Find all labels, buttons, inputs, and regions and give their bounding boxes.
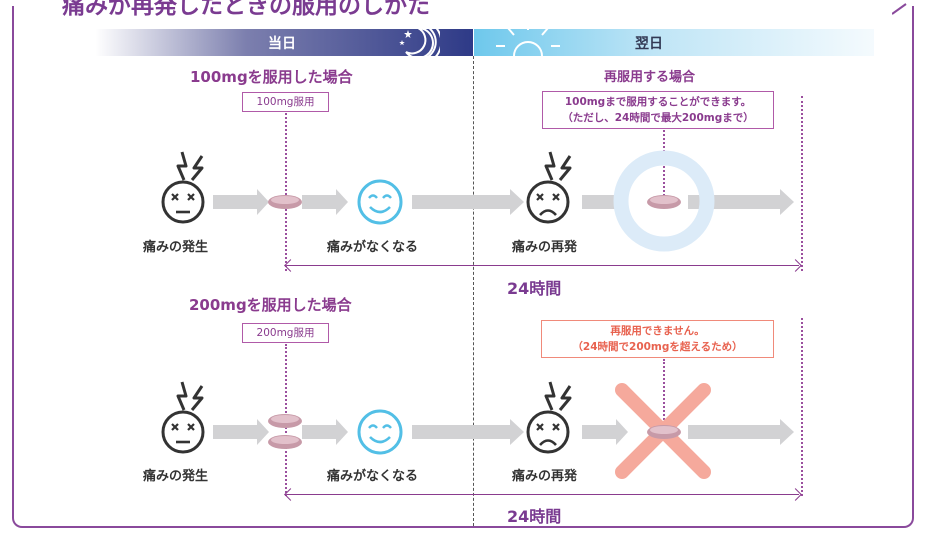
case1-note-line2: （ただし、24時間で最大200mgまで） [562, 112, 754, 124]
case2-note: 再服用できません。 （24時間で200mgを超えるため） [541, 320, 774, 358]
redose-circle-icon [613, 150, 715, 252]
case2-arrow-4 [582, 419, 628, 445]
case2-24h-span [287, 494, 799, 495]
case2-arrow-5 [688, 419, 794, 445]
pill-icon [647, 425, 681, 439]
case1-24h-marker [801, 96, 803, 271]
case1-redose-title: 再服用する場合 [604, 70, 696, 85]
case2-label-relief: 痛みがなくなる [327, 469, 419, 484]
dizzy-face-icon [161, 381, 205, 454]
case1-arrow-2 [302, 189, 348, 215]
case2-note-line2: （24時間で200mgを超えるため） [572, 341, 743, 353]
case2-note-line1: 再服用できません。 [610, 325, 705, 337]
smiling-face-icon [357, 179, 403, 225]
pill-icon [268, 414, 302, 428]
case2-dose-tag: 200mg服用 [242, 323, 329, 343]
page-title: 痛みが再発したときの服用のしかた [62, 0, 430, 19]
case1-title: 100mgを服用した場合 [190, 68, 353, 86]
pill-icon [268, 435, 302, 449]
day-divider [473, 56, 474, 526]
case2-label-recurrence: 痛みの再発 [512, 469, 578, 484]
sun-icon [496, 20, 560, 56]
pill-icon [268, 195, 302, 209]
case1-label-recurrence: 痛みの再発 [512, 240, 578, 255]
case1-24h-span [287, 265, 799, 266]
content-frame [12, 3, 914, 528]
case1-note-line1: 100mgまで服用することができます。 [564, 96, 752, 108]
case2-title: 200mgを服用した場合 [189, 296, 352, 314]
case2-arrow-1 [213, 419, 269, 445]
tomorrow-label: 翌日 [635, 36, 663, 52]
case2-arrow-2 [302, 419, 348, 445]
case2-arrow-3 [412, 419, 524, 445]
case2-24h-marker [801, 318, 803, 496]
pill-icon [647, 195, 681, 209]
dizzy-face-icon [161, 151, 205, 224]
corner-mark [892, 3, 907, 15]
case1-dose-marker [285, 113, 287, 271]
case1-dose-tag: 100mg服用 [242, 92, 329, 112]
case1-arrow-3 [412, 189, 524, 215]
case1-label-relief: 痛みがなくなる [327, 240, 419, 255]
moon-stars-icon [399, 23, 440, 61]
smiling-face-icon [357, 409, 403, 455]
case1-label-onset: 痛みの発生 [143, 240, 209, 255]
case2-note-connector [663, 359, 665, 423]
case2-24h-label: 24時間 [507, 507, 562, 526]
case1-24h-label: 24時間 [507, 279, 562, 298]
sad-face-icon [526, 151, 572, 224]
case1-note: 100mgまで服用することができます。 （ただし、24時間で最大200mgまで） [542, 91, 774, 129]
today-label: 当日 [268, 36, 296, 52]
sad-face-icon [526, 381, 572, 454]
case1-arrow-1 [213, 189, 269, 215]
case2-label-onset: 痛みの発生 [143, 469, 209, 484]
